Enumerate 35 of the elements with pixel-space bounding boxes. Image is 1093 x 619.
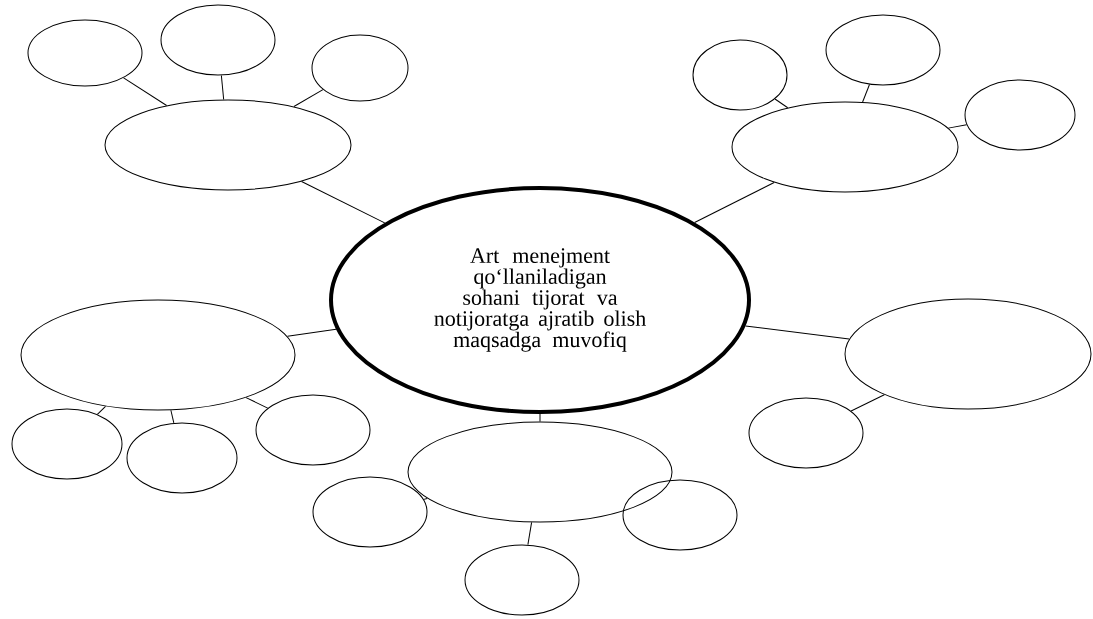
- connector-line: [694, 182, 775, 223]
- connector-line: [170, 409, 175, 424]
- empty-ellipse: [312, 476, 428, 548]
- connector-line: [220, 74, 225, 101]
- empty-ellipse: [964, 79, 1076, 151]
- connector-line: [301, 181, 386, 224]
- empty-ellipse: [731, 101, 959, 193]
- empty-ellipse: [464, 544, 580, 616]
- connector-line: [774, 98, 789, 109]
- empty-ellipse: [622, 479, 738, 551]
- connector-line: [947, 124, 968, 129]
- empty-ellipse: [748, 397, 864, 469]
- empty-ellipse: [160, 4, 276, 76]
- empty-ellipse: [126, 422, 238, 494]
- connector-line: [862, 84, 870, 103]
- empty-ellipse: [11, 408, 123, 480]
- connector-line: [245, 397, 269, 409]
- connector-line: [539, 413, 541, 422]
- empty-ellipse: [825, 14, 941, 86]
- connector-line: [287, 328, 337, 337]
- connector-line: [96, 405, 107, 415]
- connector-line: [850, 394, 885, 412]
- connector-line: [423, 498, 428, 500]
- empty-ellipse: [104, 99, 352, 191]
- empty-ellipse: [20, 299, 296, 411]
- empty-ellipse: [407, 421, 673, 523]
- connector-line: [527, 521, 533, 546]
- connector-line: [744, 325, 850, 340]
- empty-ellipse: [844, 298, 1092, 410]
- empty-ellipse: [255, 394, 371, 466]
- empty-ellipse: [27, 19, 143, 87]
- connector-line: [123, 77, 168, 106]
- empty-ellipse: [311, 34, 409, 102]
- empty-ellipse: [692, 39, 788, 111]
- connector-line: [293, 89, 324, 108]
